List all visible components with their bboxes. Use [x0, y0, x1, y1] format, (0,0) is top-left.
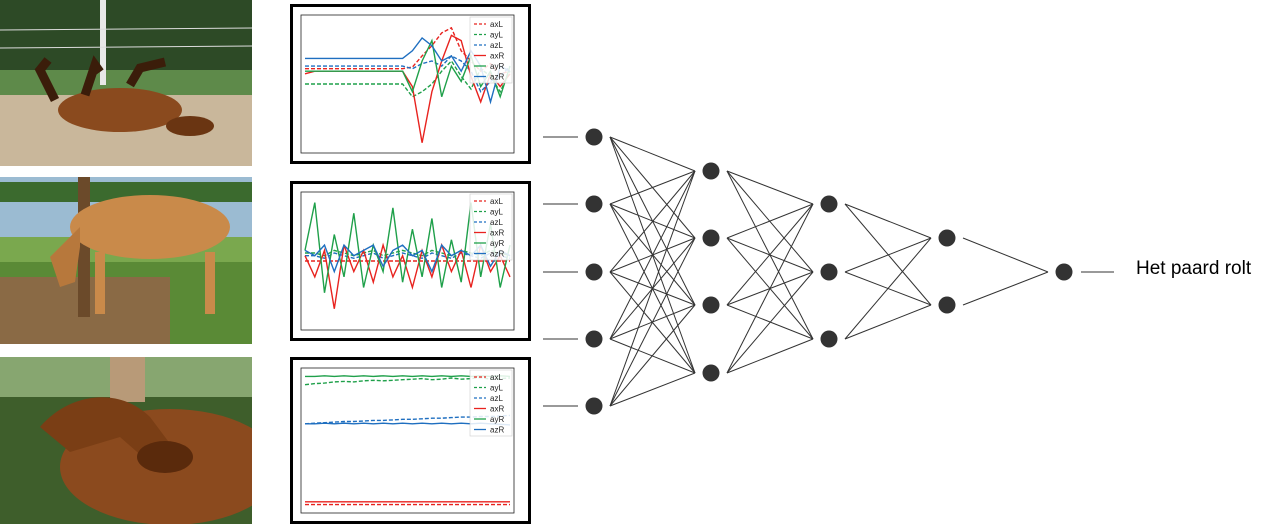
legend-label-ayR: ayR — [490, 62, 504, 71]
network-edge — [726, 237, 814, 340]
chart-axes-frame — [300, 367, 515, 514]
network-edge — [609, 170, 696, 273]
photo-horse-grazing — [0, 177, 252, 344]
legend-label-azR: azR — [490, 426, 504, 435]
legend-label-axL: axL — [490, 20, 503, 29]
neuron-layer2-2 — [702, 229, 720, 247]
legend-label-azL: azL — [490, 394, 503, 403]
chart-axes-frame — [300, 14, 515, 154]
network-edge — [844, 304, 932, 340]
neuron-layer1-2 — [585, 195, 603, 213]
output-label: Het paard rolt — [1136, 258, 1252, 279]
neuron-layer1-5 — [585, 397, 603, 415]
network-edge — [726, 170, 814, 273]
photo-horse-rolling — [0, 0, 252, 166]
legend-label-azL: azL — [490, 41, 503, 50]
legend-label-axR: axR — [490, 229, 504, 238]
network-edge — [844, 203, 932, 239]
legend-label-ayL: ayL — [490, 31, 503, 40]
neuron-layer1-1 — [585, 128, 603, 146]
network-edge — [609, 237, 696, 340]
network-edge — [609, 338, 696, 374]
network-edge — [844, 237, 932, 273]
network-edge — [609, 136, 696, 374]
network-edge — [609, 304, 696, 407]
series-line-axR — [304, 242, 511, 309]
network-edge — [726, 237, 814, 273]
network-edge — [962, 271, 1049, 306]
neuron-layer4-1 — [938, 229, 956, 247]
network-edge — [726, 203, 814, 239]
legend-label-axL: axL — [490, 197, 503, 206]
network-edge — [726, 271, 814, 374]
network-edge — [609, 237, 696, 273]
network-edge — [609, 271, 696, 374]
network-edge — [726, 203, 814, 306]
neuron-layer2-3 — [702, 296, 720, 314]
neuron-layer3-1 — [820, 195, 838, 213]
network-edge — [726, 170, 814, 205]
network-edge — [726, 271, 814, 306]
neuron-layer5-1 — [1055, 263, 1073, 281]
network-edge — [609, 136, 696, 239]
neuron-layer3-3 — [820, 330, 838, 348]
network-edge — [609, 237, 696, 407]
network-edge — [609, 136, 696, 306]
network-edge — [609, 271, 696, 306]
neuron-layer1-3 — [585, 263, 603, 281]
legend-label-ayL: ayL — [490, 208, 503, 217]
network-edge — [726, 338, 814, 374]
legend-box — [469, 193, 513, 261]
network-edge — [962, 237, 1049, 273]
network-edge — [609, 136, 696, 172]
chart-axes-frame — [300, 191, 515, 331]
network-edge — [609, 203, 696, 306]
legend-label-azR: azR — [490, 73, 504, 82]
network-edge — [609, 203, 696, 239]
network-edge — [844, 271, 932, 306]
legend-box — [469, 369, 513, 437]
legend-label-ayR: ayR — [490, 239, 504, 248]
legend-label-azR: azR — [490, 250, 504, 259]
series-line-azL — [305, 55, 511, 93]
network-edge — [609, 170, 696, 407]
neuron-layer2-4 — [702, 364, 720, 382]
network-edge — [726, 304, 814, 340]
legend-label-axR: axR — [490, 405, 504, 414]
neuron-layer2-1 — [702, 162, 720, 180]
legend-label-ayL: ayL — [490, 384, 503, 393]
network-edge — [609, 372, 696, 407]
neuron-layer3-2 — [820, 263, 838, 281]
photo-horse-scratching — [0, 357, 252, 524]
legend-box — [469, 16, 513, 84]
network-edge — [609, 304, 696, 340]
neuron-layer1-4 — [585, 330, 603, 348]
neuron-layer4-2 — [938, 296, 956, 314]
network-edge — [844, 203, 932, 306]
legend-label-axL: axL — [490, 373, 503, 382]
legend-label-ayR: ayR — [490, 415, 504, 424]
legend-label-axR: axR — [490, 52, 504, 61]
network-edge — [844, 237, 932, 340]
network-edge — [609, 203, 696, 374]
legend-label-azL: azL — [490, 218, 503, 227]
network-edge — [726, 170, 814, 340]
network-edge — [609, 170, 696, 340]
network-edge — [726, 203, 814, 374]
network-edge — [609, 170, 696, 205]
